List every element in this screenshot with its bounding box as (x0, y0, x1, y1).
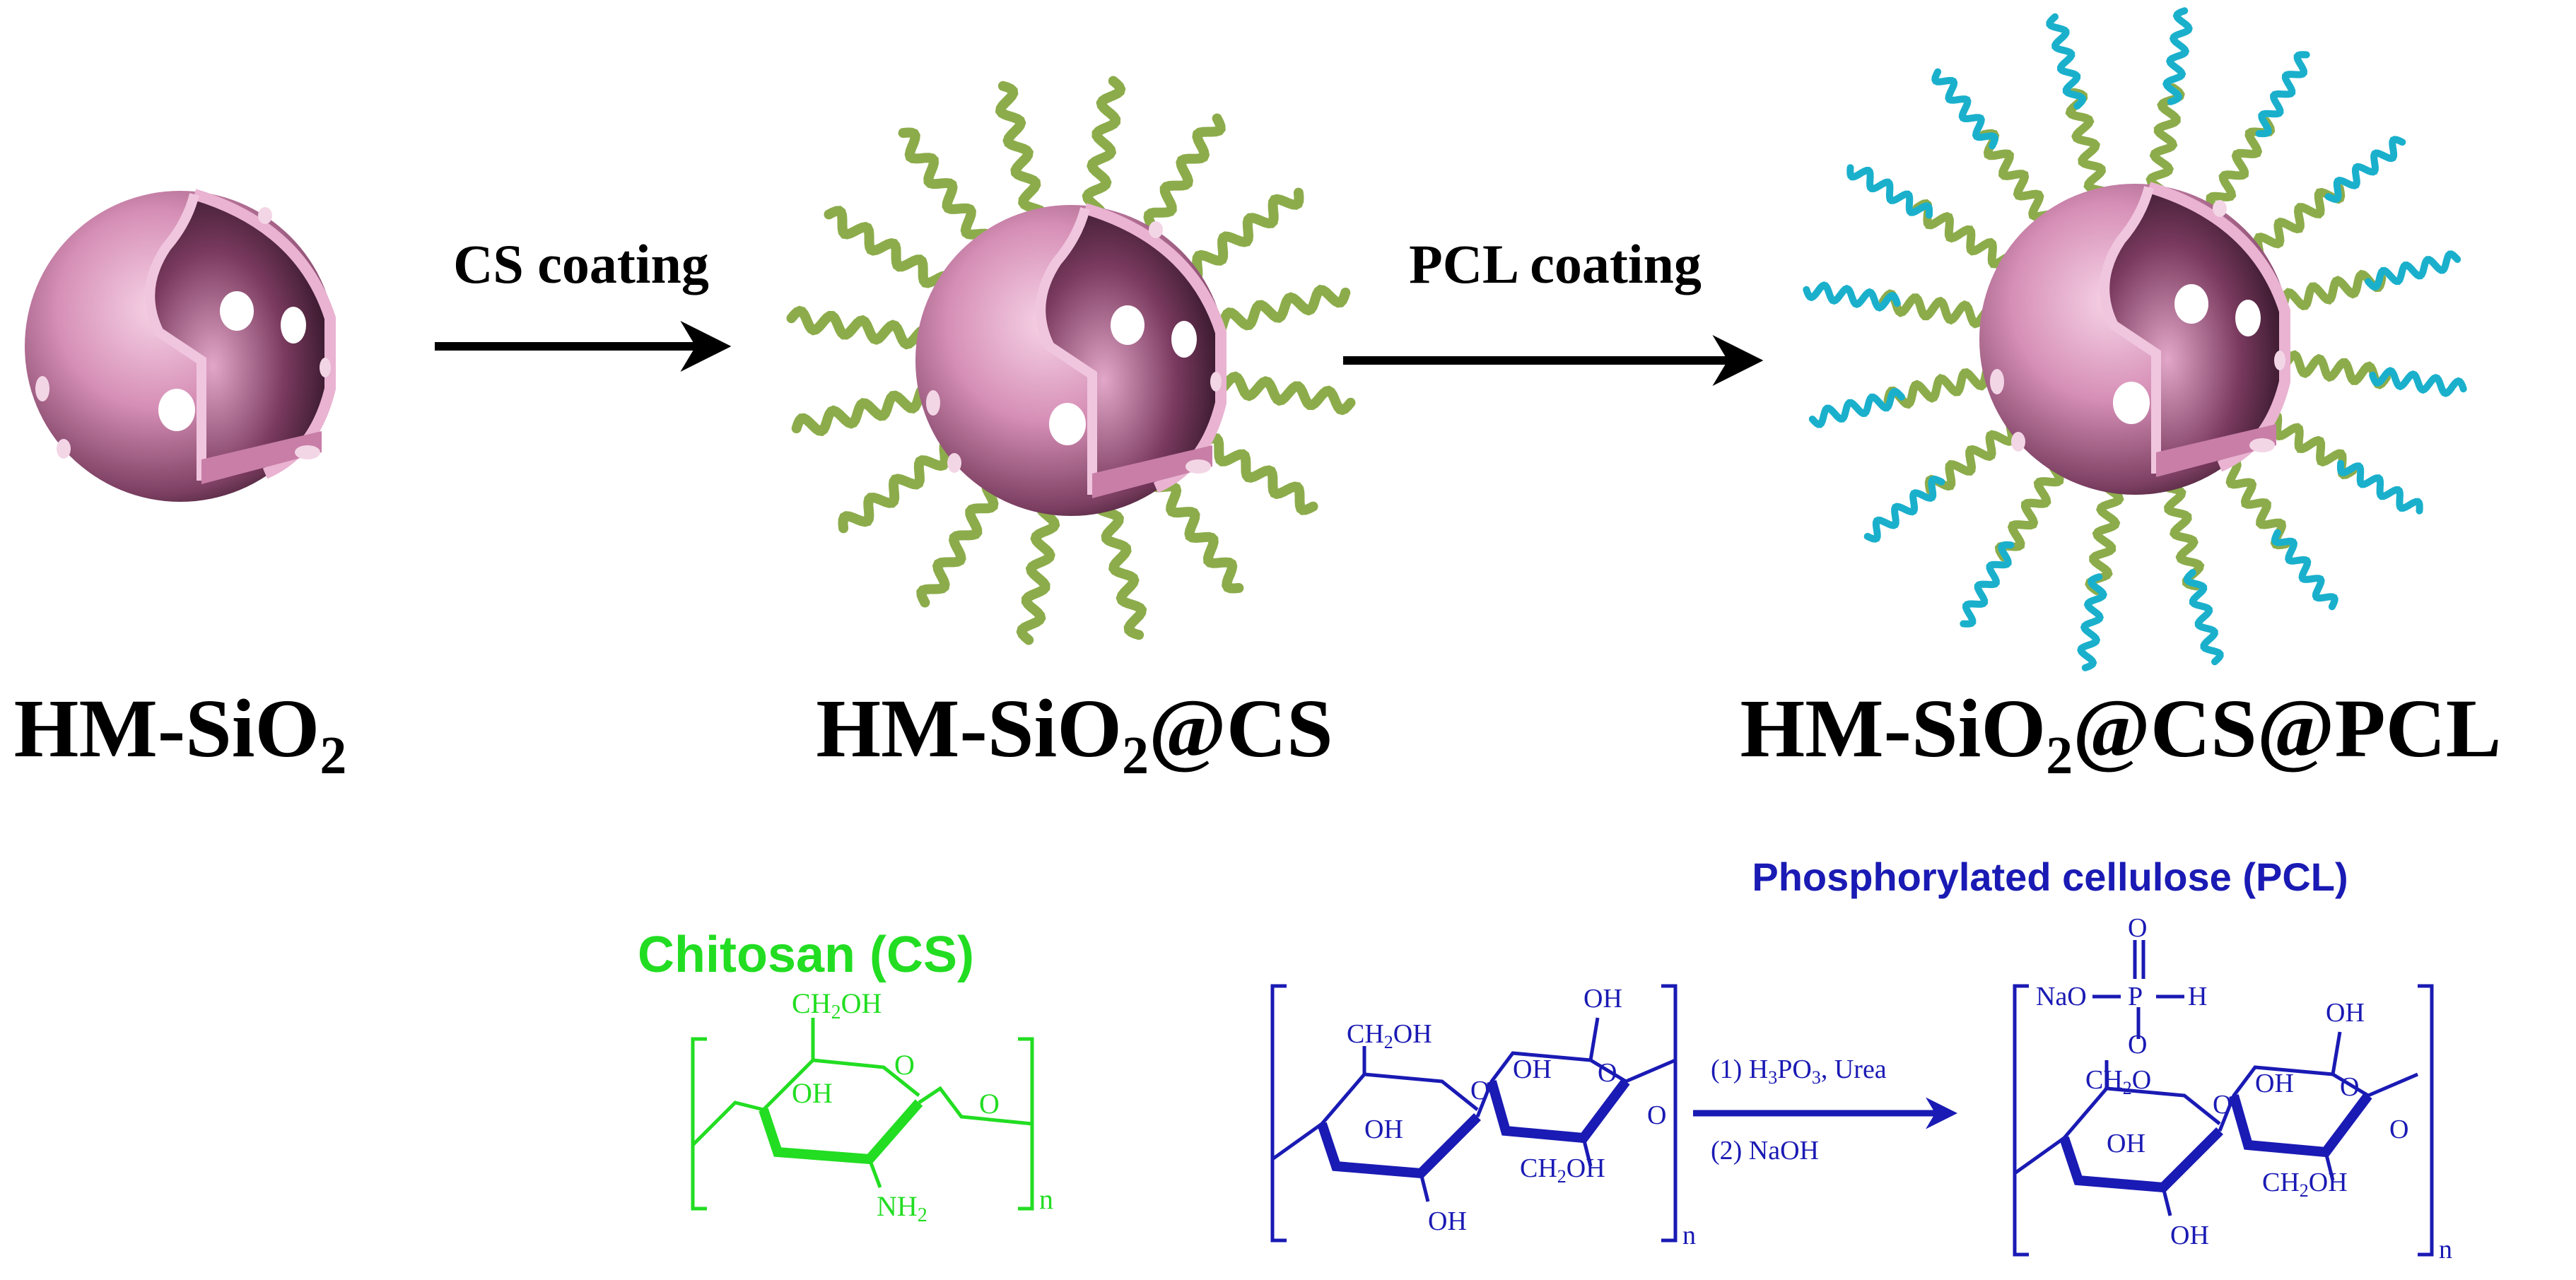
stage-2-label: HM-SiO2@CS (816, 682, 1333, 785)
stage-1-particle (25, 191, 336, 502)
pcl-o-b: O (2340, 1072, 2359, 1102)
polymer-chain (1203, 284, 1351, 339)
reactant-o-c: O (1647, 1100, 1666, 1130)
polymer-chain (2085, 474, 2124, 595)
pcl-chain-segment (2183, 569, 2224, 666)
pcl-p-o-single: O (2128, 1030, 2147, 1059)
pcl-chain-segment (1803, 281, 1901, 312)
polymer-chain (1082, 76, 1126, 226)
pcl-o-c: O (2389, 1115, 2408, 1144)
pcl-oh-d: OH (2170, 1221, 2209, 1250)
reagent-1: (1) H3PO3, Urea (1711, 1055, 1887, 1088)
pcl-chain-segment (2324, 136, 2406, 204)
polymer-chain (1093, 493, 1147, 640)
polymer-chain (1912, 199, 2019, 271)
pcl-coating-label: PCL coating (1409, 233, 1702, 295)
chitosan-nh2: NH2 (877, 1190, 927, 1226)
polymer-chain (1994, 455, 2066, 562)
chitosan-structure: Chitosan (CS) CH2OH OH O O NH2 n (638, 927, 1053, 1226)
reactant-oh-b: OH (1513, 1055, 1552, 1084)
pcl-oh-a: OH (2326, 998, 2365, 1028)
polymer-chain (2065, 88, 2113, 206)
polymer-chain (2203, 117, 2276, 223)
pcl-chain-segment (1931, 68, 1999, 150)
chitosan-title: Chitosan (CS) (638, 927, 974, 983)
pcl-chain-segment (2369, 367, 2467, 397)
pcl-chain-segment (2162, 7, 2193, 105)
pcl-h: H (2188, 982, 2207, 1011)
pcl-chain-segment (2077, 573, 2107, 671)
reactant-oh-d: OH (1428, 1206, 1467, 1236)
pcl-chain-segment (1846, 164, 1933, 219)
stage-3-particle (1979, 184, 2290, 495)
reactant-oh-a: OH (1583, 984, 1622, 1014)
polymer-chain (1016, 495, 1060, 645)
polymer-chain (1139, 113, 1226, 245)
pcl-chain-segment (2255, 51, 2310, 138)
pcl-ch2o: CH2O (2085, 1065, 2151, 1098)
pcl-chain-segment (1863, 475, 1945, 543)
polymer-chain (1205, 371, 1356, 416)
pcl-oh-b: OH (2255, 1069, 2294, 1098)
pcl-chain-segment (2336, 459, 2423, 515)
pcl-chain-segment (2365, 250, 2461, 291)
cellulose-reactant: CH2OH OH OH OH OH CH2OH O O O n (1270, 984, 1696, 1250)
cellulose-scheme: Phosphorylated cellulose (PCL) CH2OH OH … (1270, 855, 2452, 1264)
pcl-oh-c: OH (2107, 1129, 2145, 1158)
pcl-nao: NaO (2036, 982, 2087, 1011)
polymer-chain (838, 436, 962, 534)
chitosan-n: n (1039, 1183, 1053, 1215)
stage-2-particle (915, 205, 1226, 516)
polymer-chain (1879, 289, 2000, 329)
pcl-chain-segment (2271, 529, 2338, 611)
polymer-chain (1187, 428, 1318, 515)
pcl-chain-segment (2046, 13, 2087, 110)
polymer-chain (898, 127, 995, 252)
reactant-o-b: O (1598, 1058, 1617, 1088)
polymer-chain (2270, 350, 2391, 389)
polymer-chain (2268, 269, 2387, 317)
pcl-chain-segment (1960, 541, 2015, 628)
pcl-chain-segment (1808, 387, 1905, 428)
polymer-chain (791, 382, 939, 437)
polymer-chain (916, 476, 1003, 608)
cs-coating-label: CS coating (453, 233, 709, 295)
reactant-oh-c: OH (1364, 1115, 1403, 1144)
polymer-chain (1147, 469, 1244, 594)
polymer-chain (1979, 129, 2059, 230)
polymer-chain (2145, 83, 2185, 204)
polymer-chain (1924, 415, 2025, 495)
pcl-p: P (2128, 982, 2143, 1011)
pcl-o-a: O (2213, 1090, 2232, 1120)
polymer-chain (2157, 472, 2205, 591)
reactant-o-a: O (1470, 1076, 1489, 1105)
polymer-chain (1883, 361, 2002, 409)
polymer-chain (1180, 187, 1304, 285)
stage-1-label: HM-SiO2 (14, 682, 347, 785)
cellulose-title: Phosphorylated cellulose (PCL) (1752, 855, 2348, 899)
polymer-chain (2244, 184, 2346, 264)
reagent-2: (2) NaOH (1711, 1136, 1819, 1165)
chitosan-ring-o: O (894, 1049, 915, 1081)
stage-3-pcl-chains (1803, 7, 2467, 671)
pcl-n: n (2439, 1235, 2452, 1264)
chitosan-oh: OH (792, 1077, 833, 1109)
pcl-ch2oh: CH2OH (2262, 1168, 2348, 1201)
polymer-chain (786, 305, 937, 350)
reactant-n: n (1682, 1221, 1696, 1250)
stage-2-chitosan-chains (786, 76, 1356, 645)
polymer-chain (824, 206, 955, 293)
reactant-ch2oh-a: CH2OH (1347, 1019, 1432, 1052)
pcl-p-o-double: O (2128, 913, 2147, 943)
polymer-chain (995, 81, 1049, 228)
pcl-product: O NaO P H O CH2O OH OH OH OH CH2OH O O O… (2013, 913, 2452, 1264)
chitosan-link-o: O (979, 1088, 1000, 1120)
stage-3-label: HM-SiO2@CS@PCL (1740, 682, 2501, 785)
reactant-ch2oh-b: CH2OH (1520, 1153, 1605, 1187)
chitosan-ch2oh: CH2OH (792, 987, 882, 1023)
